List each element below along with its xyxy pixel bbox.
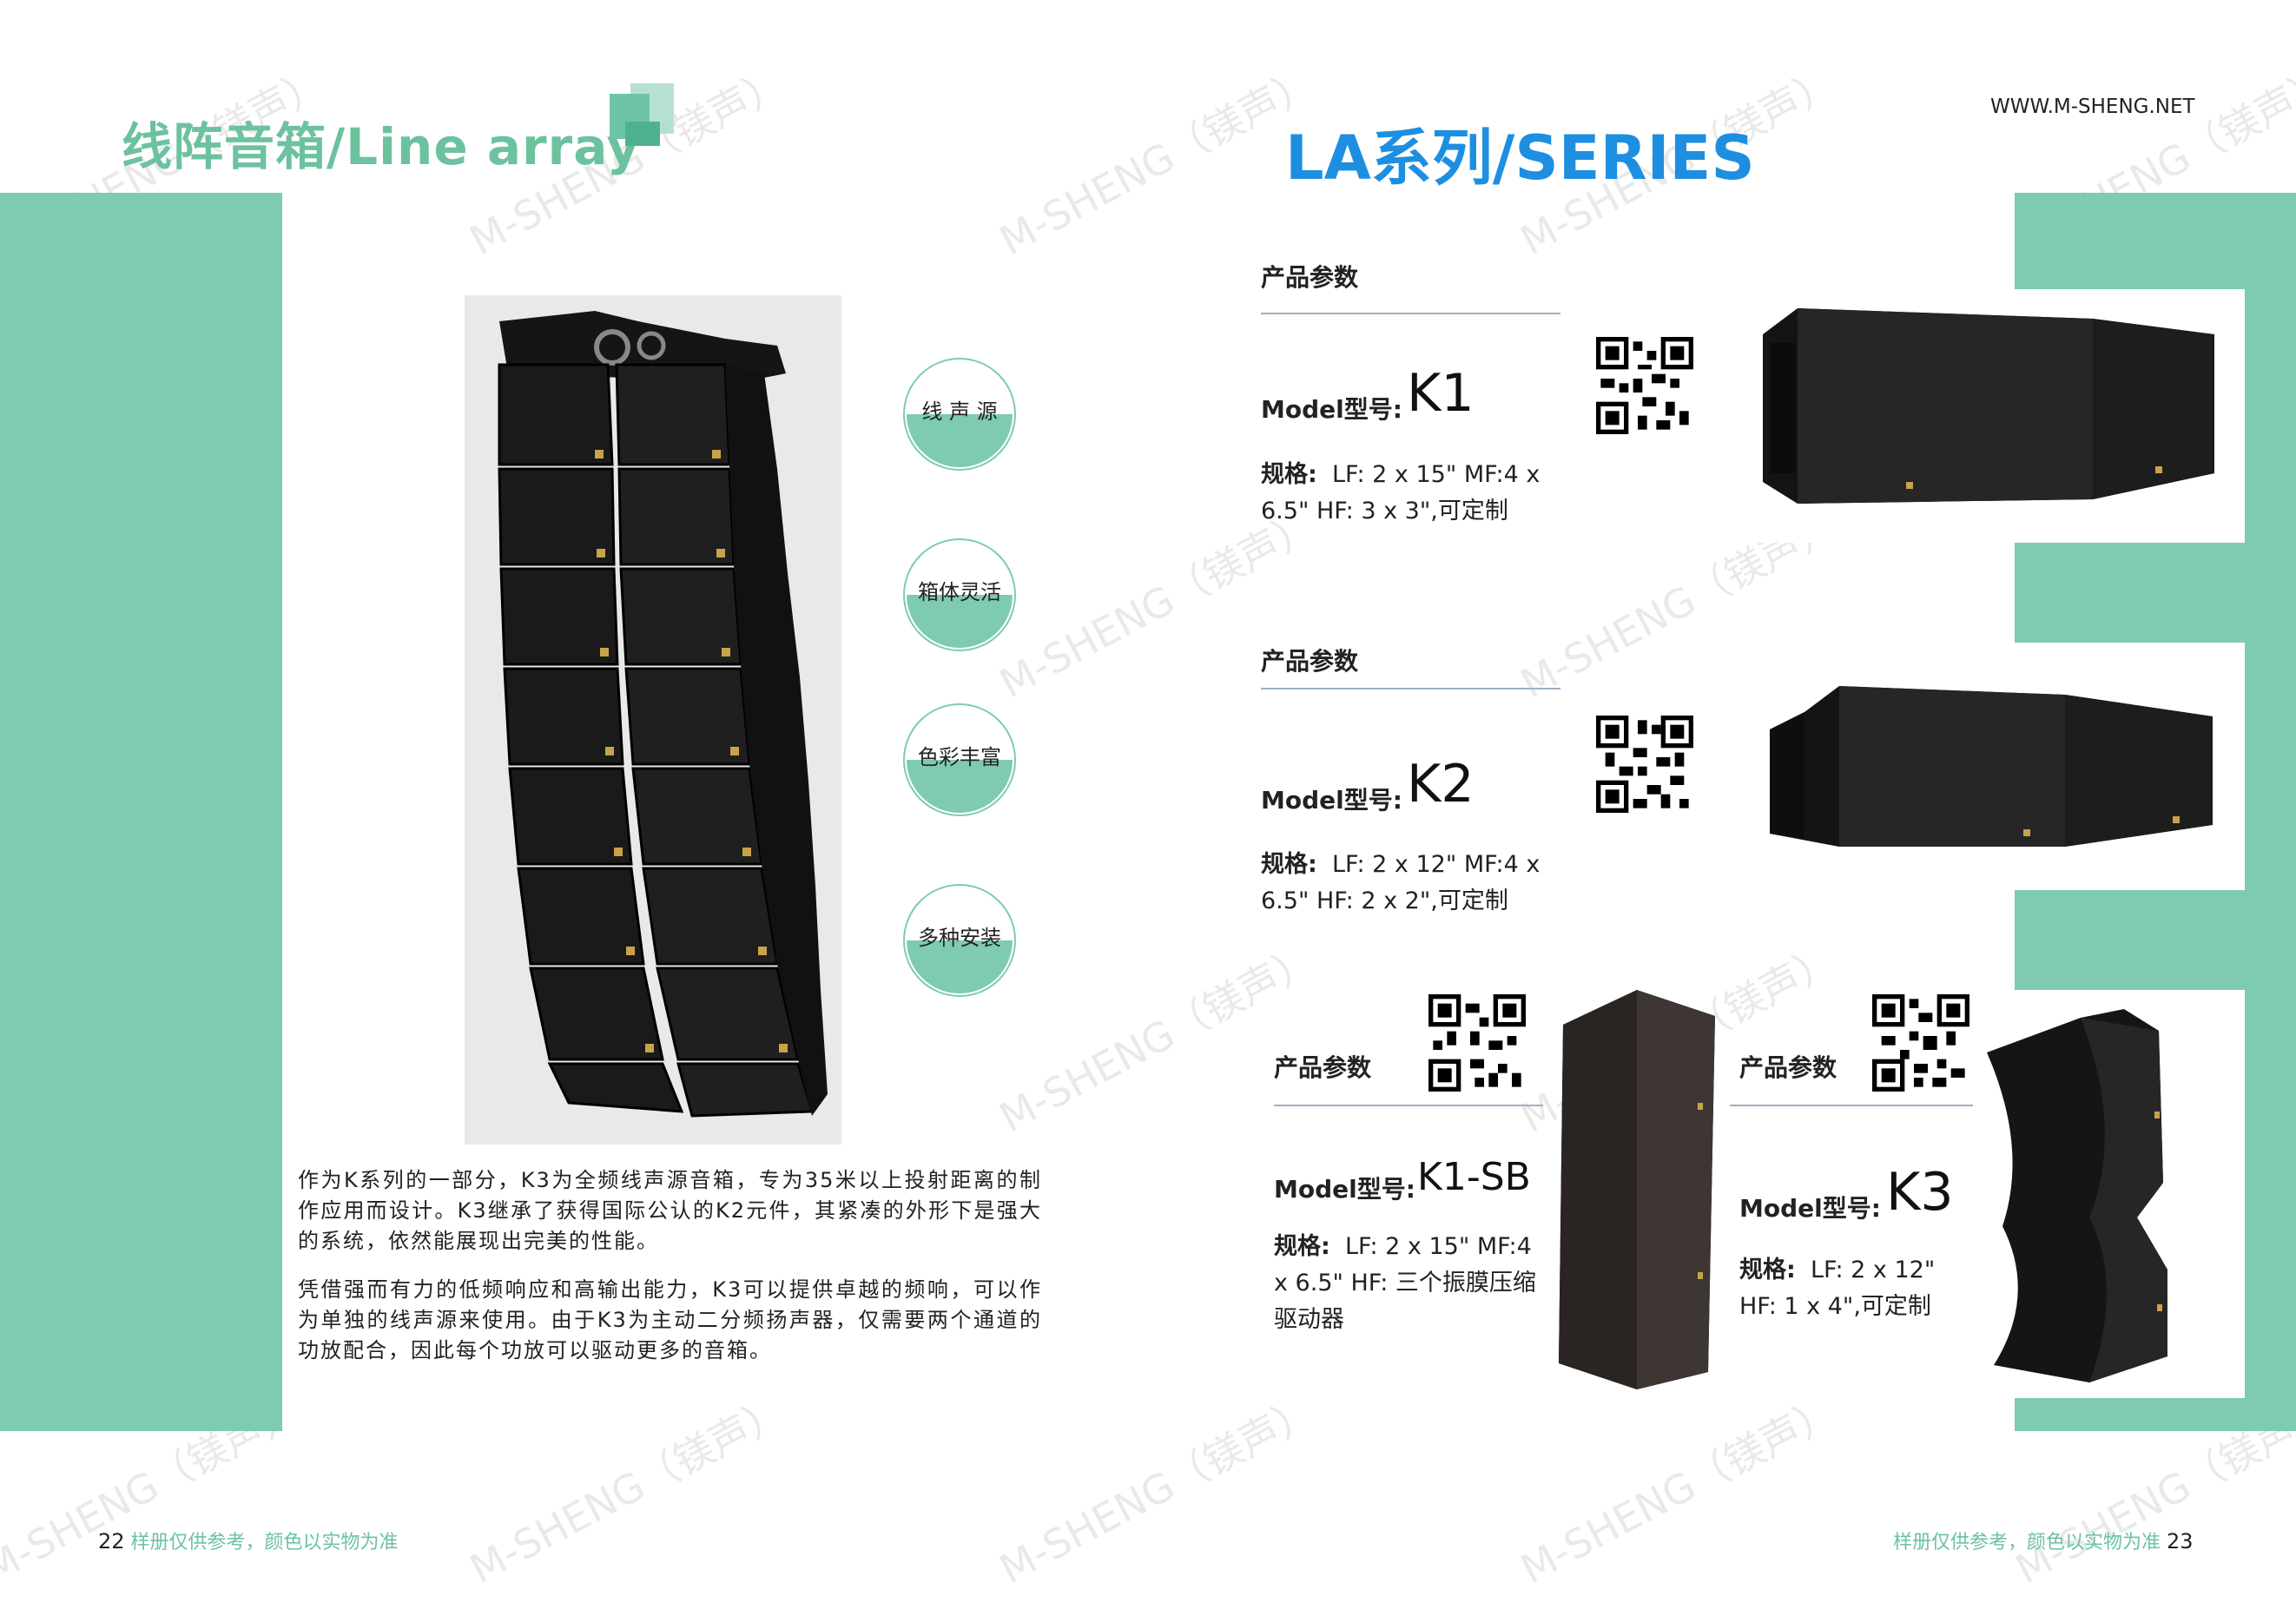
feature-badge: 线 声 源 — [903, 358, 1016, 471]
spec-value: LF: 2 x 12" MF:4 x 6.5" HF: 2 x 2",可定制 — [1261, 851, 1541, 914]
product-photo-k2 — [1770, 677, 2221, 854]
model-label: Model型号: — [1261, 395, 1402, 424]
model-label: Model型号: — [1739, 1194, 1881, 1223]
footer-note: 样册仅供参考，颜色以实物为准 — [1893, 1532, 2161, 1554]
feature-badge: 箱体灵活 — [903, 538, 1016, 651]
watermark: M-SHENG（镁声） — [992, 935, 1323, 1142]
model-label: Model型号: — [1274, 1175, 1415, 1204]
model-name: K1 — [1407, 363, 1475, 424]
section-label: 产品参数 — [1739, 1053, 1837, 1082]
divider — [1274, 1105, 1543, 1106]
spec-label: 规格: — [1261, 851, 1317, 878]
title-deco — [625, 122, 660, 146]
spec-text: 规格: LF: 2 x 15" MF:4 x 6.5" HF: 3 x 3",可… — [1261, 457, 1560, 530]
section-label: 产品参数 — [1274, 1053, 1372, 1082]
watermark: M-SHENG（镁声） — [1513, 1387, 1844, 1593]
page-number: 23 — [2167, 1529, 2194, 1554]
feature-badge-label: 色彩丰富 — [918, 745, 1001, 769]
divider — [1730, 1105, 1973, 1106]
feature-badge: 多种安装 — [903, 884, 1016, 997]
product-photo-k1 — [1763, 308, 2223, 520]
feature-badge-label: 箱体灵活 — [918, 580, 1001, 604]
model-name: K2 — [1407, 754, 1475, 815]
line-array-photo — [465, 295, 841, 1145]
model-name: K1-SB — [1417, 1155, 1531, 1199]
footer-right: 样册仅供参考，颜色以实物为准 23 — [1893, 1527, 2194, 1554]
section-label: 产品参数 — [1261, 263, 1359, 292]
spec-value: LF: 2 x 12" HF: 1 x 4",可定制 — [1739, 1257, 1936, 1320]
footer-note: 样册仅供参考，颜色以实物为准 — [130, 1532, 399, 1554]
spec-label: 规格: — [1261, 461, 1317, 488]
description-paragraph: 凭借强而有力的低频响应和高输出能力，K3可以提供卓越的频响，可以作为单独的线声源… — [298, 1277, 1042, 1362]
spec-text: 规格: LF: 2 x 12" MF:4 x 6.5" HF: 2 x 2",可… — [1261, 847, 1560, 920]
model-label: Model型号: — [1261, 786, 1402, 815]
description-paragraph: 作为K系列的一部分，K3为全频线声源音箱，专为35米以上投射距离的制作应用而设计… — [298, 1168, 1042, 1253]
watermark: M-SHENG（镁声） — [992, 1387, 1323, 1593]
qr-code — [1872, 994, 1969, 1092]
left-green-panel — [0, 193, 282, 1431]
page-number: 22 — [98, 1529, 125, 1554]
spec-text: 规格: LF: 2 x 12" HF: 1 x 4",可定制 — [1739, 1252, 1948, 1325]
product-photo-k1-sb — [1550, 990, 1715, 1393]
spec-label: 规格: — [1274, 1233, 1330, 1260]
qr-code — [1428, 994, 1526, 1092]
watermark: M-SHENG（镁声） — [462, 1387, 794, 1593]
qr-code — [1596, 337, 1693, 434]
spec-text: 规格: LF: 2 x 15" MF:4 x 6.5" HF: 三个振膜压缩驱动… — [1274, 1229, 1545, 1338]
footer-left: 22 样册仅供参考，颜色以实物为准 — [98, 1527, 399, 1554]
website-url: WWW.M-SHENG.NET — [1990, 96, 2195, 118]
feature-badge-label: 多种安装 — [918, 926, 1001, 950]
feature-badge: 色彩丰富 — [903, 703, 1016, 816]
spec-label: 规格: — [1739, 1257, 1796, 1283]
spec-value: LF: 2 x 15" MF:4 x 6.5" HF: 3 x 3",可定制 — [1261, 461, 1541, 525]
product-photo-k3 — [1985, 1009, 2176, 1386]
page-title-right: LA系列/SERIES — [1285, 122, 1755, 194]
divider — [1261, 688, 1560, 689]
qr-code — [1596, 716, 1693, 813]
section-label: 产品参数 — [1261, 647, 1359, 676]
spec-value: LF: 2 x 15" MF:4 x 6.5" HF: 三个振膜压缩驱动器 — [1274, 1233, 1536, 1333]
model-name: K3 — [1886, 1162, 1954, 1223]
page-title-left: 线阵音箱/Line array — [122, 117, 641, 176]
watermark: M-SHENG（镁声） — [992, 58, 1323, 265]
feature-badge-label: 线 声 源 — [921, 399, 998, 424]
divider — [1261, 313, 1560, 314]
